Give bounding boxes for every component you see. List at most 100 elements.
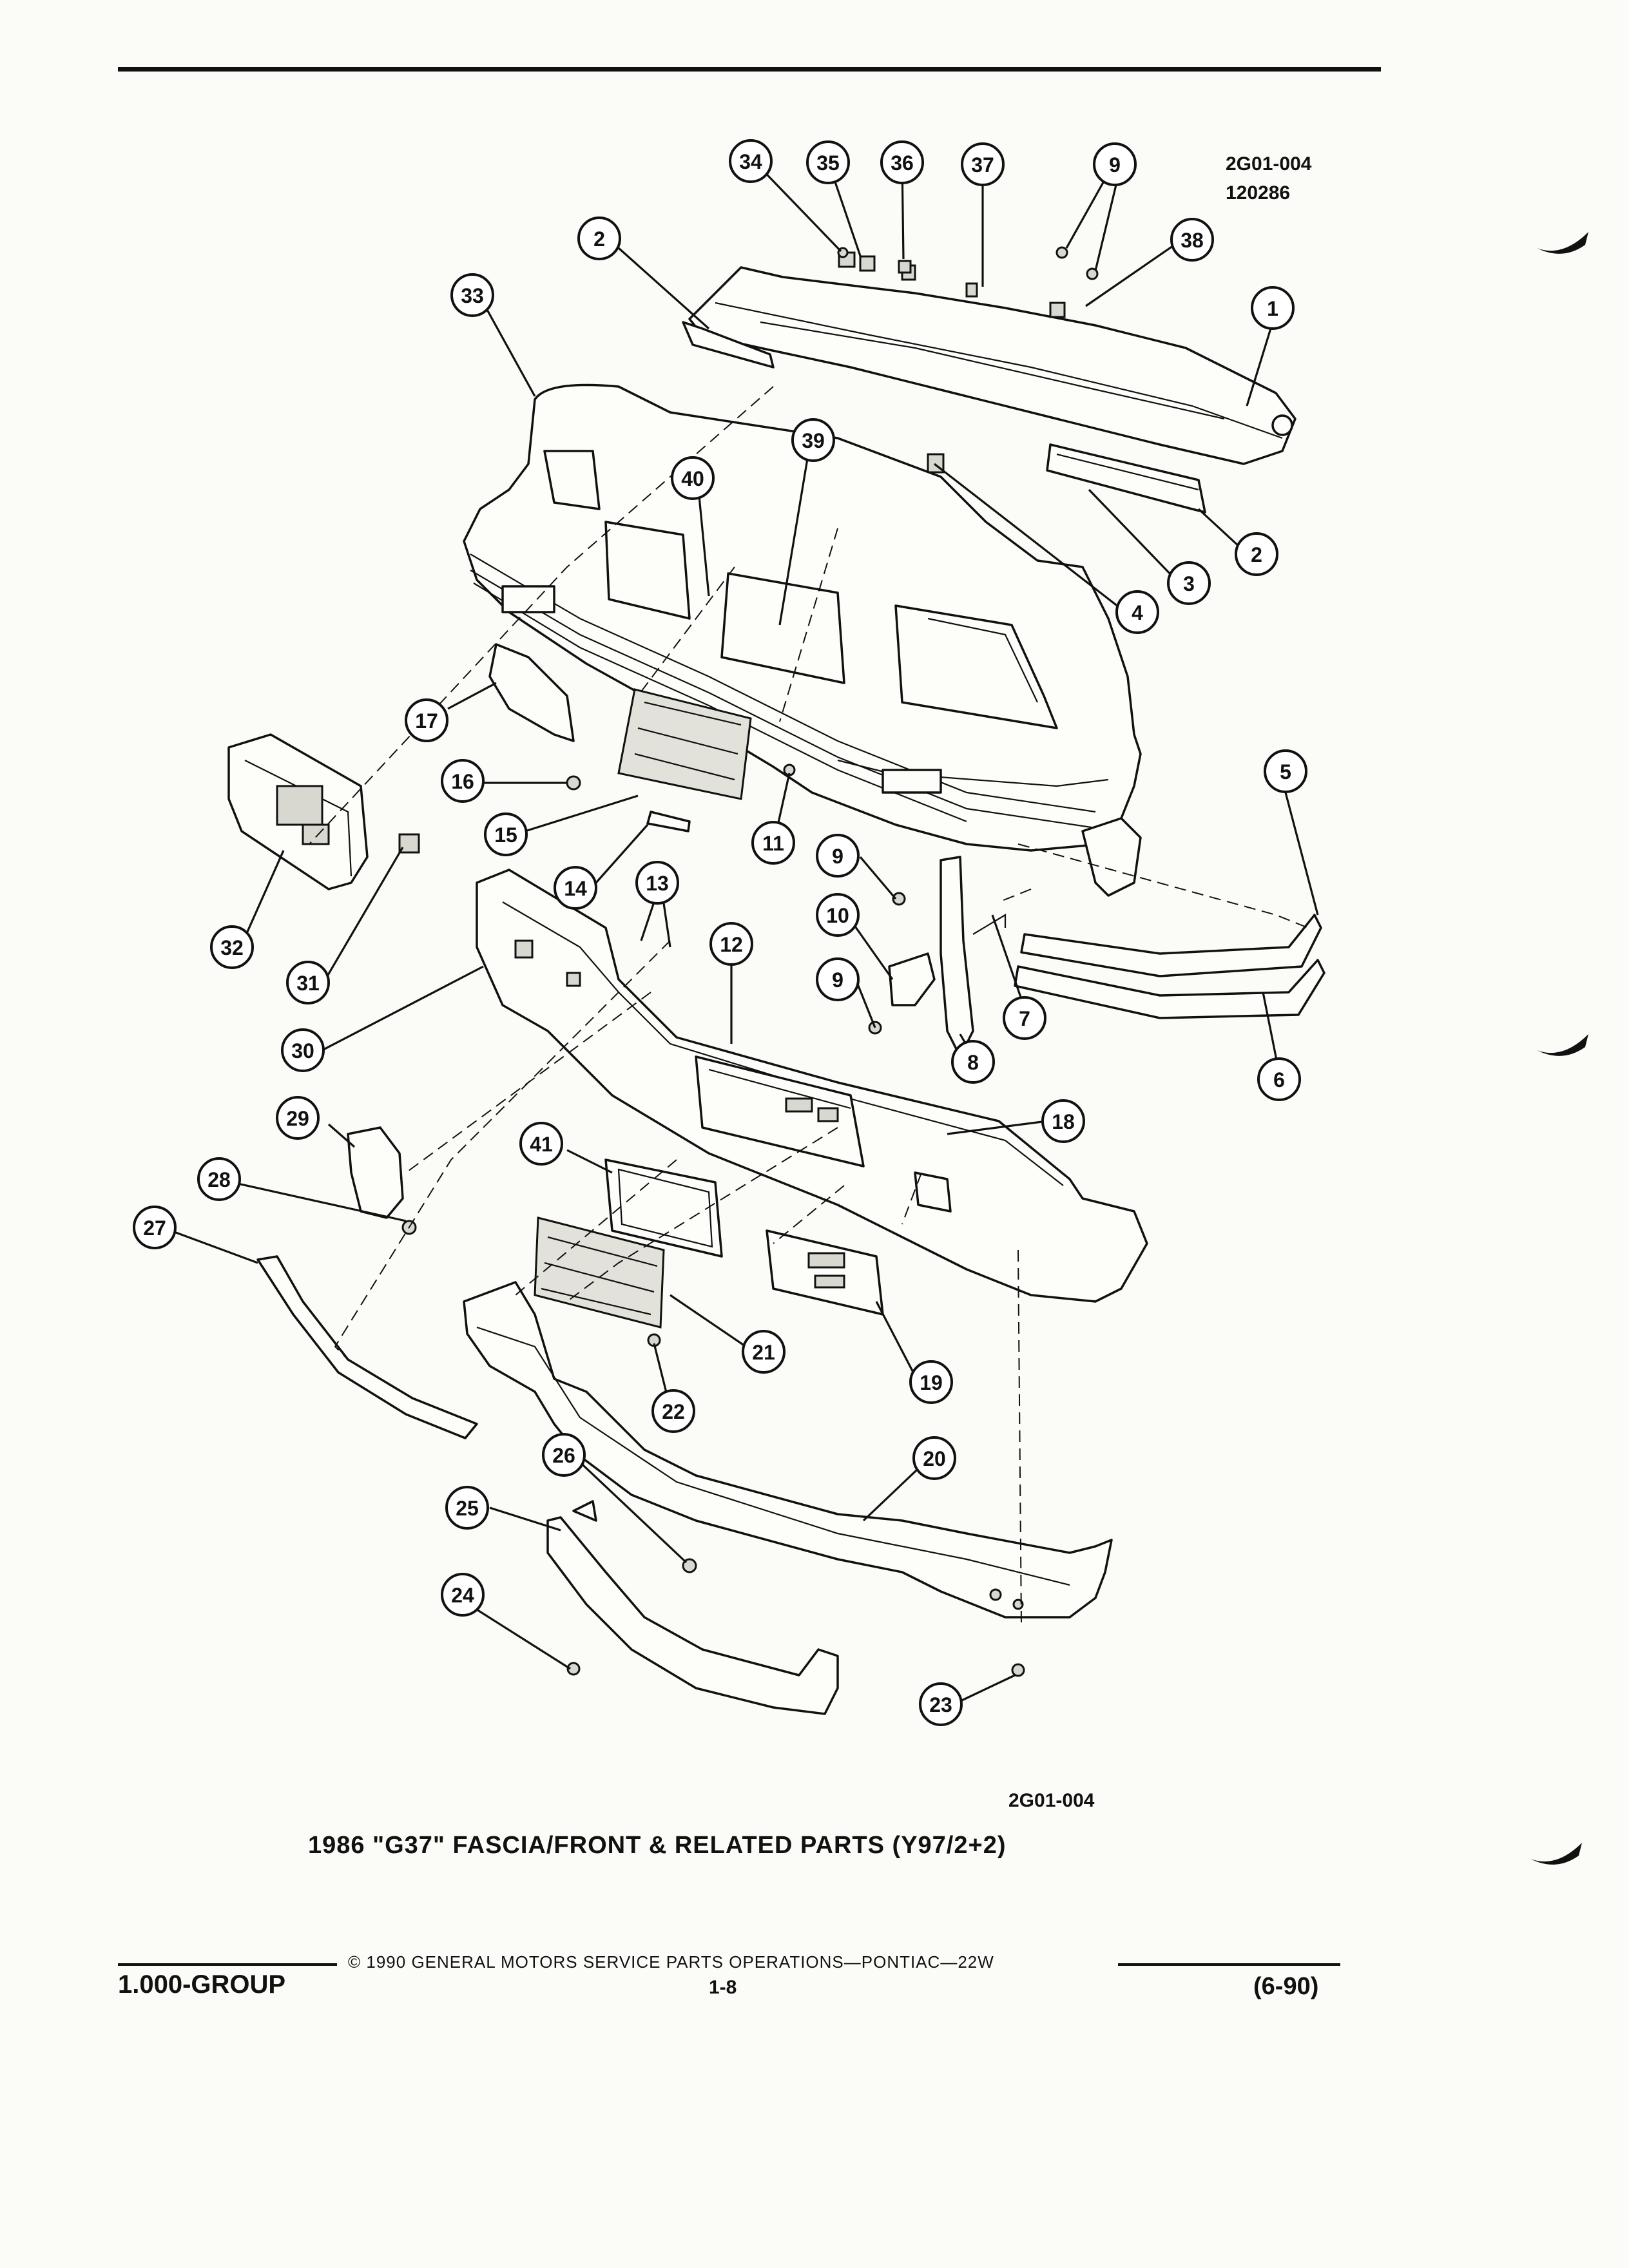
- svg-text:27: 27: [143, 1216, 166, 1240]
- diagram-code: 2G01-004: [1226, 153, 1312, 175]
- callout-9c: 9: [816, 957, 860, 1001]
- svg-text:2: 2: [593, 227, 605, 251]
- svg-text:1: 1: [1267, 297, 1278, 320]
- svg-text:30: 30: [291, 1039, 314, 1062]
- callout-16: 16: [441, 759, 485, 803]
- svg-text:22: 22: [662, 1400, 685, 1423]
- svg-text:17: 17: [415, 709, 438, 733]
- svg-text:5: 5: [1280, 760, 1291, 783]
- callout-19: 19: [909, 1360, 953, 1404]
- callout-30: 30: [281, 1028, 325, 1072]
- svg-text:14: 14: [564, 877, 587, 900]
- svg-text:13: 13: [646, 872, 669, 895]
- binding-mark-top: [1537, 232, 1588, 254]
- callout-27: 27: [133, 1206, 177, 1249]
- callout-13: 13: [635, 861, 679, 905]
- svg-text:24: 24: [451, 1584, 474, 1607]
- bumper-end-filler: [347, 1126, 417, 1235]
- caption-title: 1986 "G37" FASCIA/FRONT & RELATED PARTS …: [308, 1832, 1007, 1859]
- license-plate-lamp-panel: [566, 688, 796, 832]
- callout-36: 36: [880, 140, 924, 184]
- callout-3: 3: [1167, 561, 1211, 605]
- svg-text:6: 6: [1273, 1068, 1285, 1091]
- svg-text:2: 2: [1251, 543, 1262, 566]
- svg-text:15: 15: [494, 823, 517, 847]
- svg-text:41: 41: [530, 1133, 553, 1156]
- callout-17: 17: [405, 698, 448, 742]
- callout-2b: 2: [1235, 532, 1278, 576]
- footer-copyright: © 1990 GENERAL MOTORS SERVICE PARTS OPER…: [348, 1952, 994, 1972]
- callout-9b: 9: [816, 834, 860, 878]
- bar-clips: [837, 246, 1099, 474]
- callout-22: 22: [651, 1389, 695, 1433]
- callout-35: 35: [806, 140, 850, 184]
- top-rule: [118, 67, 1381, 72]
- svg-text:18: 18: [1052, 1110, 1075, 1133]
- svg-text:34: 34: [739, 150, 762, 173]
- lower-bracket: [546, 1500, 1025, 1715]
- callout-6: 6: [1257, 1057, 1301, 1101]
- callout-21: 21: [742, 1330, 786, 1374]
- svg-text:35: 35: [816, 151, 840, 175]
- svg-text:32: 32: [220, 936, 244, 959]
- svg-text:19: 19: [920, 1371, 943, 1394]
- callout-29: 29: [276, 1096, 320, 1140]
- svg-text:7: 7: [1019, 1007, 1030, 1030]
- svg-text:37: 37: [971, 153, 994, 177]
- callout-12: 12: [709, 922, 753, 966]
- svg-text:12: 12: [720, 933, 743, 956]
- callout-8: 8: [951, 1040, 995, 1084]
- right-brackets: [868, 856, 1007, 1058]
- park-lamp-assembly: [534, 1158, 723, 1347]
- svg-text:16: 16: [451, 770, 474, 793]
- callout-25: 25: [445, 1486, 489, 1530]
- callout-15: 15: [484, 812, 528, 856]
- assembly-lines: [309, 386, 1309, 1624]
- callout-20: 20: [912, 1436, 956, 1480]
- front-fascia: [463, 383, 1142, 897]
- svg-text:21: 21: [752, 1341, 775, 1364]
- caption-code: 2G01-004: [1008, 1790, 1095, 1811]
- svg-text:4: 4: [1132, 601, 1143, 624]
- svg-text:11: 11: [762, 832, 784, 855]
- callout-9: 9: [1093, 142, 1137, 186]
- callout-2: 2: [577, 216, 621, 260]
- svg-text:9: 9: [1109, 153, 1121, 177]
- svg-text:25: 25: [456, 1497, 479, 1520]
- svg-text:3: 3: [1183, 572, 1195, 595]
- callout-11: 11: [751, 821, 795, 865]
- side-moldings: [1014, 914, 1325, 1019]
- svg-text:33: 33: [461, 284, 484, 307]
- fascia-bracket: [488, 643, 575, 742]
- svg-text:36: 36: [891, 151, 914, 175]
- diagram-date-code: 120286: [1226, 182, 1291, 204]
- callout-39: 39: [791, 418, 835, 462]
- footer-edition: (6-90): [1253, 1973, 1319, 2000]
- binding-mark-bottom: [1530, 1843, 1582, 1865]
- callout-18: 18: [1041, 1099, 1085, 1143]
- footer-page-number: 1-8: [709, 1977, 737, 1998]
- svg-text:26: 26: [552, 1444, 575, 1467]
- callout-26: 26: [542, 1433, 586, 1477]
- footer-rule-right: [1118, 1963, 1340, 1966]
- callout-4: 4: [1115, 590, 1159, 634]
- callout-10: 10: [816, 893, 860, 937]
- callout-34: 34: [729, 139, 773, 183]
- callout-37: 37: [961, 142, 1005, 186]
- svg-text:29: 29: [286, 1107, 309, 1130]
- svg-text:31: 31: [296, 972, 320, 995]
- callout-7: 7: [1003, 996, 1046, 1040]
- callout-28: 28: [197, 1157, 241, 1201]
- callout-31: 31: [286, 961, 330, 1004]
- svg-text:8: 8: [967, 1051, 979, 1074]
- callout-40: 40: [671, 456, 715, 500]
- svg-text:20: 20: [923, 1447, 946, 1470]
- upper-reinforcement-bar: [682, 266, 1296, 514]
- callout-23: 23: [919, 1682, 963, 1726]
- callout-33: 33: [450, 273, 494, 317]
- svg-text:9: 9: [832, 845, 843, 868]
- lower-molding-left: [256, 1255, 478, 1439]
- svg-text:9: 9: [832, 968, 843, 992]
